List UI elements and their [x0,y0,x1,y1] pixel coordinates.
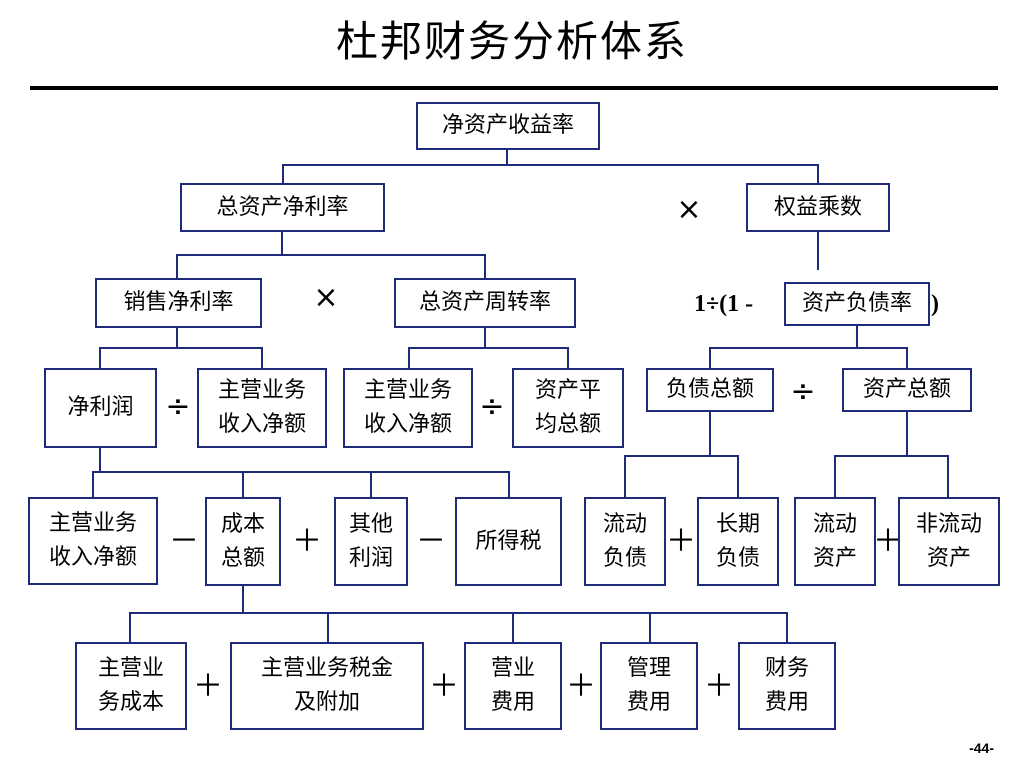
connector-cost [129,586,788,642]
debt-ratio-box: 资产负债率 [784,282,930,326]
revenue-label-line1: 主营业务 [217,378,306,403]
divide-operator: ÷ [165,389,191,424]
multiply-operator: × [313,280,339,315]
equity-multiplier-formula: 1÷(1 - [694,291,754,317]
current-assets-line1: 流动 [812,511,857,537]
finance-expenses-line1: 财务 [764,656,809,681]
plus-operator: ＋ [429,669,459,704]
other-profit-box: 其他利润 [334,497,408,586]
net-profit-label: 净利润 [67,395,134,420]
equity-multiplier-label: 权益乘数 [773,194,862,220]
long-term-liabilities-line1: 长期 [715,511,760,537]
admin-expenses-line1: 管理 [626,656,671,681]
title-rule [30,86,998,90]
connector-liabilities [624,412,739,497]
admin-expenses-line2: 费用 [626,690,671,715]
finance-expenses-box: 财务费用 [738,642,836,730]
roe-box: 净资产收益率 [416,102,600,150]
current-liabilities-line1: 流动 [602,511,647,537]
connector-roa [176,232,486,278]
current-assets-box: 流动资产 [794,497,876,586]
admin-expenses-box: 管理费用 [600,642,698,730]
plus-operator: ＋ [566,669,596,704]
roe-label: 净资产收益率 [441,113,574,138]
total-assets-label: 资产总额 [862,377,951,402]
connector-roe [282,150,819,183]
income-tax-box: 所得税 [455,497,562,586]
asset-turnover-label: 总资产周转率 [418,290,551,315]
current-liabilities-box: 流动负债 [584,497,666,586]
connector-assets [834,412,949,497]
minus-operator: － [169,524,199,559]
revenue-label-line2: 收入净额 [217,412,306,437]
revenue-box: 主营业务收入净额 [343,368,473,448]
total-cost-box: 成本总额 [205,497,281,586]
current-assets-line2: 资产 [812,545,857,571]
cost-of-sales-line1: 主营业 [97,656,164,681]
minus-operator: － [416,524,446,559]
roa-box: 总资产净利率 [180,183,385,232]
avg-total-assets-box: 资产平均总额 [512,368,624,448]
connector-npm [99,328,263,368]
multiply-operator: × [676,192,702,227]
total-liabilities-box: 负债总额 [646,368,774,412]
plus-operator: ＋ [666,524,696,559]
net-profit-margin-label: 销售净利率 [123,290,234,315]
divide-operator: ÷ [790,374,816,409]
income-tax-label: 所得税 [475,528,542,554]
formula-close-paren: ) [931,291,939,317]
avg-total-assets-line2: 均总额 [534,412,601,437]
total-liabilities-label: 负债总额 [665,377,754,402]
revenue-label-line2: 收入净额 [363,412,452,437]
revenue-label-line1: 主营业务 [363,378,452,403]
page-number: -44- [969,740,994,756]
net-profit-box: 净利润 [44,368,157,448]
plus-operator: ＋ [292,524,322,559]
net-profit-margin-box: 销售净利率 [95,278,262,328]
revenue-label-line2: 收入净额 [48,545,137,570]
total-assets-box: 资产总额 [842,368,972,412]
page-title: 杜邦财务分析体系 [335,17,688,66]
business-tax-line2: 及附加 [293,690,360,715]
revenue-box: 主营业务收入净额 [28,497,158,585]
current-liabilities-line2: 负债 [602,545,647,571]
operating-expenses-line2: 费用 [490,690,535,715]
connector-turnover [408,328,569,368]
divide-operator: ÷ [479,389,505,424]
plus-operator: ＋ [704,669,734,704]
avg-total-assets-line1: 资产平 [534,378,601,403]
operating-expenses-line1: 营业 [490,656,535,681]
revenue-label-line1: 主营业务 [48,511,137,536]
non-current-assets-line1: 非流动 [915,511,982,537]
other-profit-line2: 利润 [348,545,393,571]
debt-ratio-label: 资产负债率 [801,291,912,316]
plus-operator: ＋ [193,669,223,704]
operating-expenses-box: 营业费用 [464,642,562,730]
long-term-liabilities-line2: 负债 [715,545,760,571]
equity-multiplier-box: 权益乘数 [746,183,890,232]
total-cost-line1: 成本 [220,511,265,537]
long-term-liabilities-box: 长期负债 [697,497,779,586]
asset-turnover-box: 总资产周转率 [394,278,576,328]
business-tax-box: 主营业务税金及附加 [230,642,424,730]
cost-of-sales-box: 主营业务成本 [75,642,187,730]
connector-debt-ratio [709,326,908,368]
revenue-box: 主营业务收入净额 [197,368,327,448]
non-current-assets-box: 非流动资产 [898,497,1000,586]
non-current-assets-line2: 资产 [926,545,971,571]
roa-label: 总资产净利率 [216,194,349,220]
finance-expenses-line2: 费用 [764,690,809,715]
other-profit-line1: 其他 [348,511,393,537]
total-cost-line2: 总额 [220,545,265,571]
connector-net-profit [92,448,510,497]
business-tax-line1: 主营业务税金 [260,656,393,681]
cost-of-sales-line2: 务成本 [97,690,164,715]
